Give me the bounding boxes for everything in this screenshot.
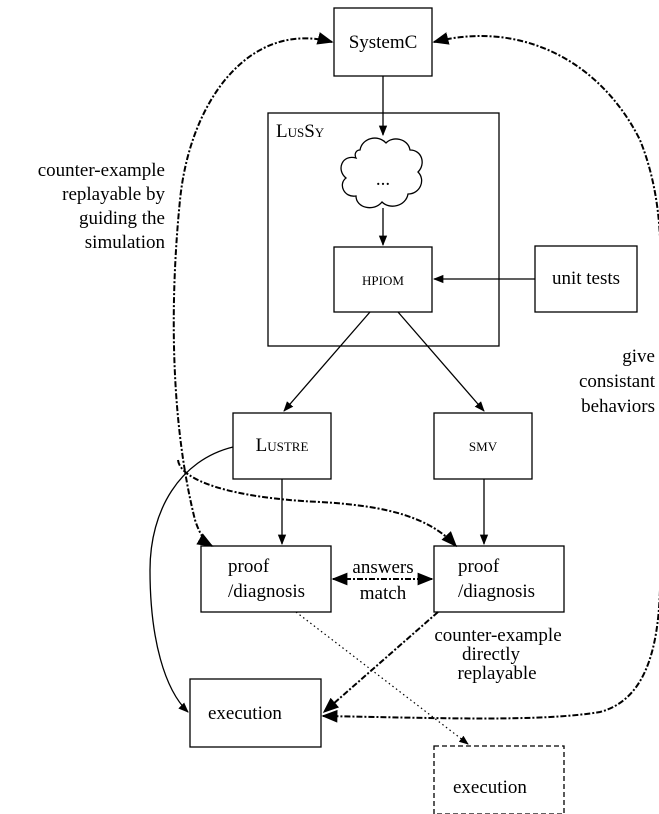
proof-right-line1: proof [458,556,500,577]
proof-left-line1: proof [228,556,270,577]
annotation-line: consistant [579,371,656,392]
edge-counterexample-simulation [172,32,334,547]
edge-hpiom-smv [397,311,485,412]
annotation-answers-match: answers match [352,557,413,604]
proof-left-line2: /diagnosis [228,581,305,602]
hpiom-label: hpiom [362,269,404,290]
annotation-line: counter-example [434,625,561,646]
annotation-line: behaviors [581,396,655,417]
unit-tests-box [534,245,638,313]
unit-tests-label: unit tests [552,268,620,289]
proof-left-box [200,545,332,613]
edge-counterexample-direct [322,611,439,714]
systemc-box [333,7,433,77]
smv-label: smv [469,435,498,456]
proof-right-box [433,545,565,613]
annotation-give-consistant: give consistant behaviors [579,346,656,417]
lustre-label: Lustre [256,435,309,456]
annotation-line: replayable by [62,184,165,205]
annotation-line: counter-example [38,160,165,181]
annotation-line: replayable [457,663,536,684]
systemc-label: SystemC [349,32,418,53]
cloud-label: ... [376,169,390,190]
annotation-line: directly [462,644,521,665]
smv-box [433,412,533,480]
annotation-line: match [360,583,407,604]
lussy-label: LusSy [276,121,325,142]
execution-right-label: execution [453,777,527,798]
execution-right-box [433,745,565,814]
annotation-counterexample-direct: counter-example directly replayable [434,625,561,684]
annotation-line: simulation [85,232,166,253]
edge-proof-execution-dotted [295,611,469,745]
execution-left-box [189,678,322,748]
proof-right-line2: /diagnosis [458,581,535,602]
cloud-shape [340,137,423,209]
edge-lustre-execution [149,446,234,713]
execution-left-label: execution [208,703,282,724]
annotation-counterexample-replayable: counter-example replayable by guiding th… [38,160,166,253]
edge-consistant-bottom [321,589,659,723]
annotation-line: give [622,346,655,367]
annotation-line: guiding the [79,208,165,229]
edge-consistant-top [432,32,659,238]
hpiom-box [333,246,433,313]
edge-proof-right-from-simulation [177,459,458,548]
annotation-line: answers [352,557,413,578]
